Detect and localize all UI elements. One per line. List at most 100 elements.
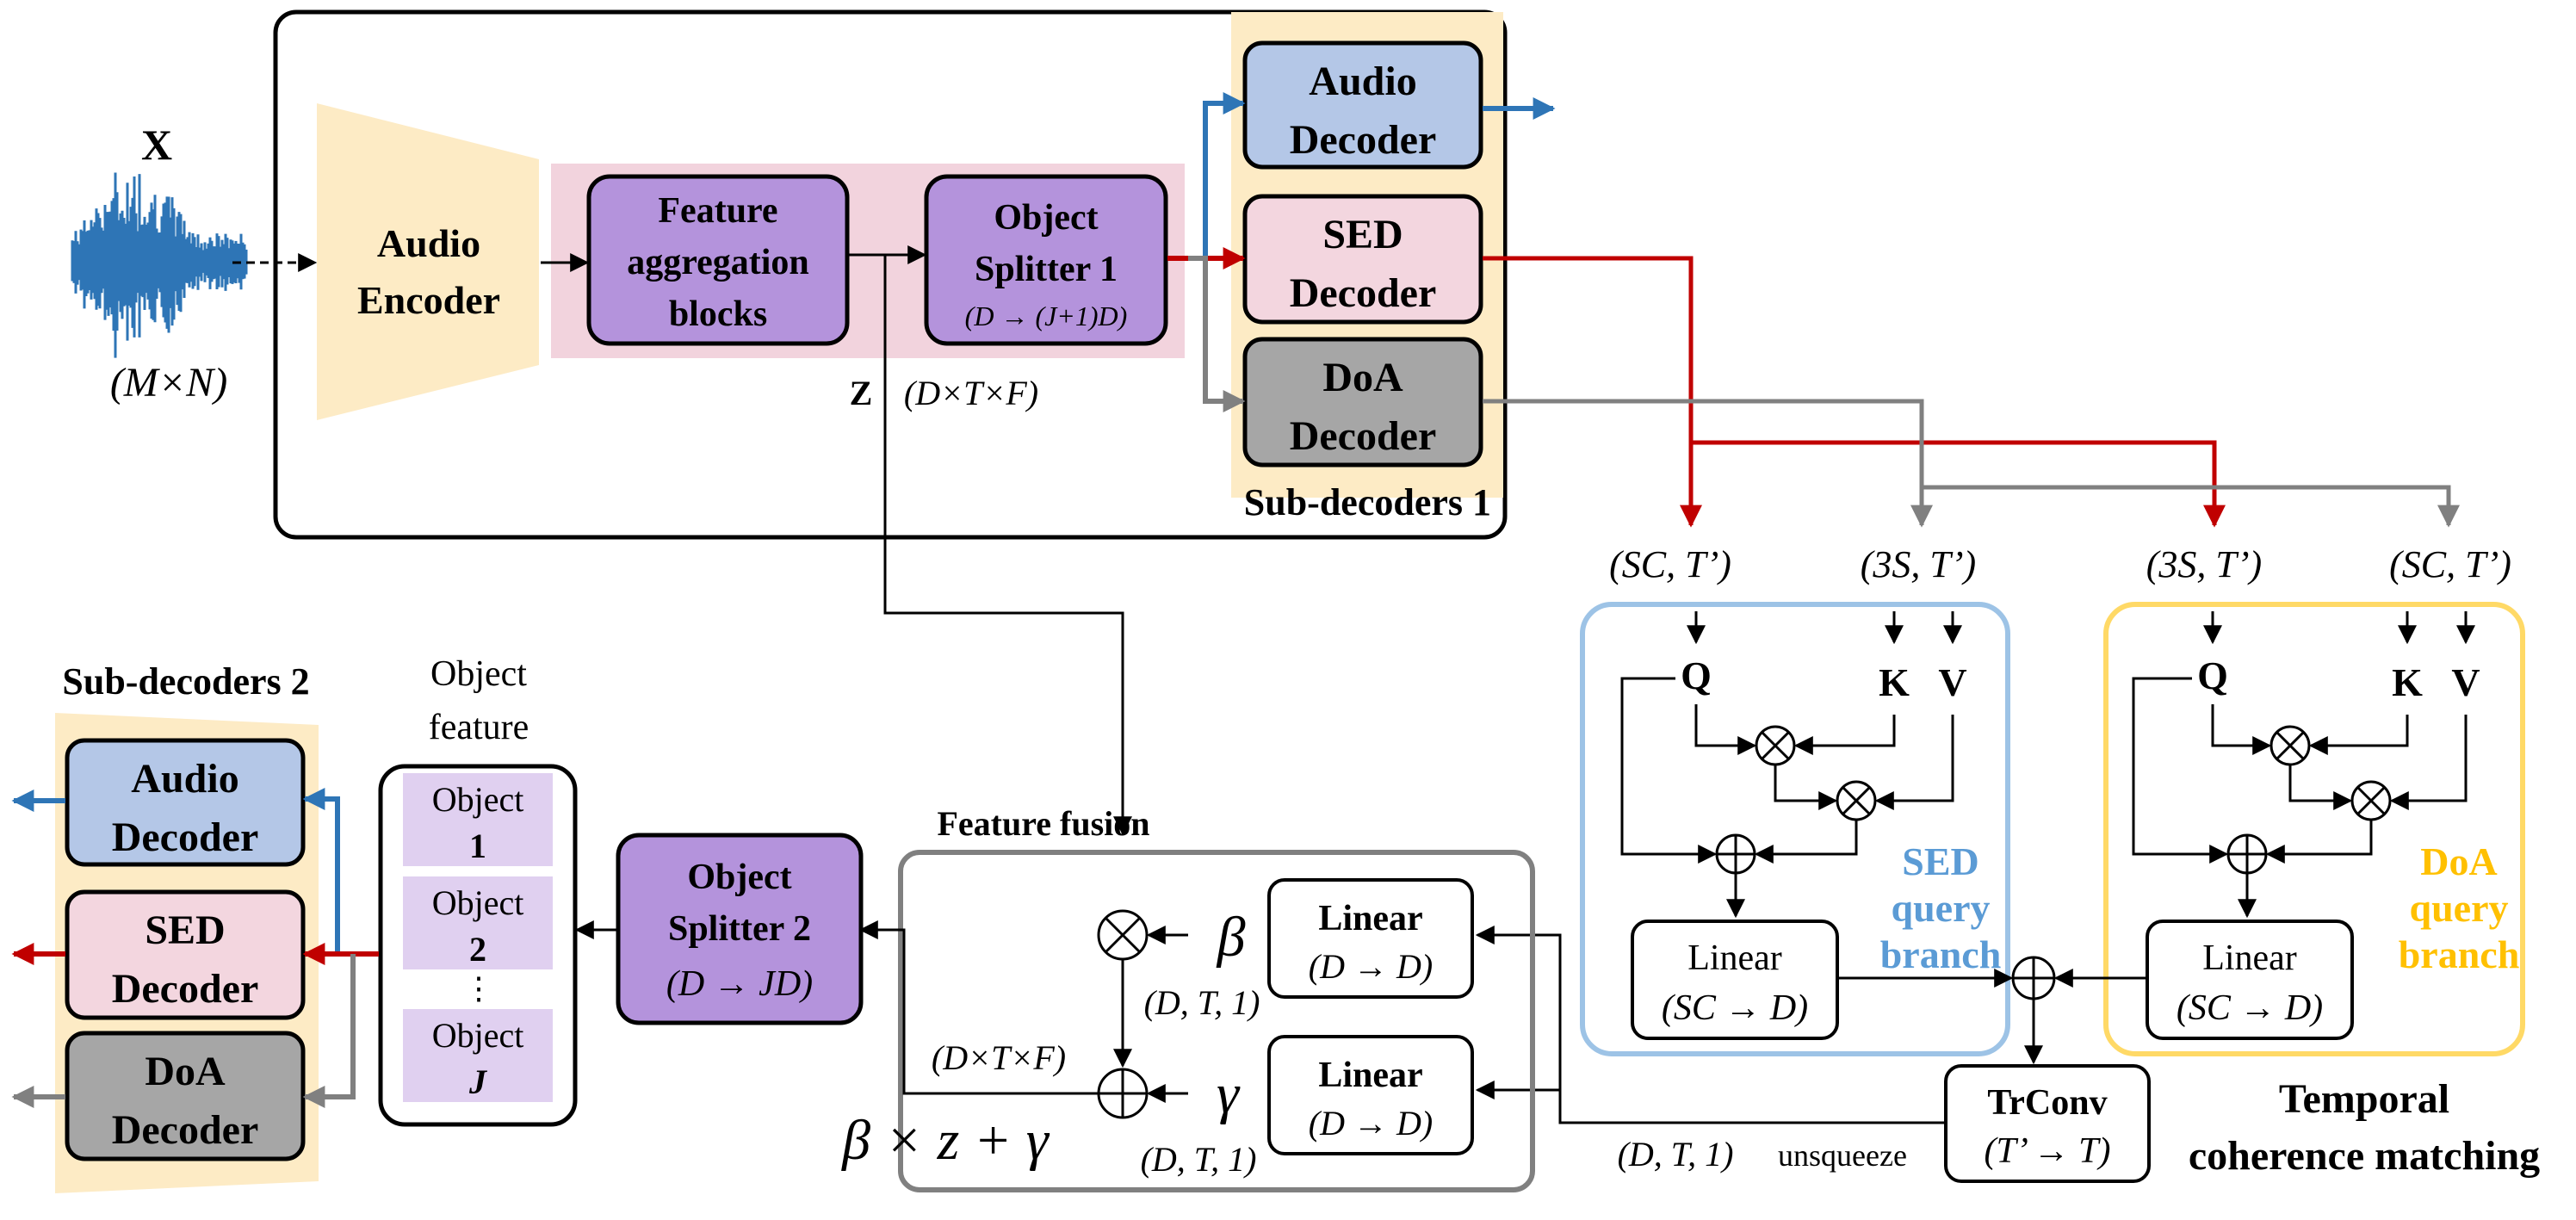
sed-linear-block <box>1631 920 1839 1040</box>
doa-query-branch-box <box>2103 602 2525 1056</box>
arrow-z-down <box>883 255 1132 836</box>
object-2-index: 2 <box>469 930 486 969</box>
doa-decoder-1-label-2: Decoder <box>1290 413 1437 459</box>
object-splitter-1-shape: (D → (J+1)D) <box>965 300 1128 331</box>
object-j-word: Object <box>432 1016 524 1055</box>
arrow-trconv-to-linear-top <box>1475 926 1562 1090</box>
object-1-word: Object <box>432 780 524 819</box>
object-splitter-2-label-2: Splitter 2 <box>668 909 811 949</box>
sed-k-label: K <box>1879 660 1910 704</box>
tcm-label-sc-1: (SC, T’) <box>1609 543 1731 585</box>
tcm-label-3s-2: (3S, T’) <box>2146 543 2262 585</box>
object-j-cell <box>403 1009 553 1102</box>
sed-decoder-2-label-1: SED <box>145 907 225 953</box>
linear-bottom-shape: (D → D) <box>1309 1104 1433 1143</box>
feature-aggregation-label-1: Feature <box>658 191 777 231</box>
feature-fusion-box <box>898 850 1535 1192</box>
object-2-word: Object <box>432 883 524 922</box>
sed-oplus <box>1715 833 1756 875</box>
sed-branch-title-3: branch <box>1880 932 2002 976</box>
arrow-fusion-to-splitter-2 <box>858 920 1099 1095</box>
sed-v-label: V <box>1938 660 1966 704</box>
doa-linear-label: Linear <box>2202 938 2297 978</box>
unsqueeze-label: unsqueeze <box>1778 1138 1907 1173</box>
tcm-title-1: Temporal <box>2279 1076 2449 1122</box>
feature-aggregation-label-3: blocks <box>669 294 767 334</box>
audio-encoder-label-2: Encoder <box>357 278 500 322</box>
object-splitter-2-label-1: Object <box>687 858 791 897</box>
object-1-cell <box>403 773 553 866</box>
doa-branch-internals: Q K V Linear (SC → D) DoA query branch <box>2132 611 2520 1040</box>
audio-decoder-1-label-2: Decoder <box>1290 117 1437 163</box>
linear-bottom-block <box>1267 1035 1474 1155</box>
fusion-shape-z: (D×T×F) <box>932 1038 1066 1077</box>
tcm-label-sc-2: (SC, T’) <box>2389 543 2511 585</box>
sed-q-label: Q <box>1681 653 1712 697</box>
input-shape: (M×N) <box>110 360 227 406</box>
object-feature-title-1: Object <box>430 654 527 694</box>
waveform-icon <box>71 172 248 358</box>
object-splitter-2-shape: (D → JD) <box>666 964 813 1004</box>
fusion-shape-gamma: (D, T, 1) <box>1141 1140 1257 1179</box>
trconv-shape: (T’ → T) <box>1984 1131 2110 1171</box>
doa-decoder-2-label-1: DoA <box>145 1049 226 1094</box>
arrow-splitter-to-doa <box>1188 256 1246 412</box>
gamma-symbol: γ <box>1217 1062 1241 1125</box>
sed-branch-title-1: SED <box>1902 839 1978 883</box>
trconv-block <box>1944 1064 2151 1183</box>
arrow-doa-to-tcm-2 <box>1922 485 2460 528</box>
doa-v-label: V <box>2451 660 2480 704</box>
unsqueeze-shape: (D, T, 1) <box>1618 1135 1734 1174</box>
sed-otimes-1 <box>1755 725 1796 766</box>
feature-aggregation-label-2: aggregation <box>627 243 809 282</box>
sed-decoder-1-label-1: SED <box>1322 212 1403 257</box>
doa-linear-block <box>2146 920 2354 1040</box>
doa-otimes-1 <box>2269 725 2311 766</box>
doa-q-label: Q <box>2197 653 2228 697</box>
z-shape: (D×T×F) <box>904 374 1038 412</box>
trconv-label: TrConv <box>1987 1083 2107 1123</box>
object-2-cell <box>403 876 553 969</box>
audio-decoder-1-label-1: Audio <box>1309 59 1416 104</box>
arrow-sed-to-tcm-2 <box>1691 440 2226 528</box>
input-symbol: X <box>141 121 172 169</box>
arrow-sed-to-tcm <box>1483 256 1702 528</box>
sed-branch-internals: Q K V Linear (SC → D) SED query b <box>1620 611 2002 1040</box>
object-splitter-1-label-1: Object <box>994 198 1098 238</box>
beta-symbol: β <box>1216 906 1246 969</box>
fusion-title: Feature fusion <box>937 804 1149 843</box>
sed-branch-title-2: query <box>1892 886 1991 930</box>
object-splitter-2-block <box>616 833 864 1025</box>
arrow-doa-to-tcm <box>1483 399 1933 528</box>
arrow-trconv-to-linear-bottom <box>1475 1081 1944 1124</box>
arrow-objects-to-doa-2 <box>302 954 356 1108</box>
doa-branch-title-2: query <box>2410 886 2509 930</box>
linear-top-shape: (D → D) <box>1309 947 1433 986</box>
linear-bottom-label: Linear <box>1318 1056 1422 1095</box>
object-1-index: 1 <box>469 827 486 865</box>
fusion-shape-beta: (D, T, 1) <box>1144 983 1260 1022</box>
audio-encoder-block <box>317 103 539 420</box>
audio-decoder-2-label-2: Decoder <box>112 814 259 860</box>
tcm-label-3s-1: (3S, T’) <box>1861 543 1976 585</box>
top-panel <box>273 9 1508 540</box>
merge-oplus <box>2011 956 2056 1000</box>
doa-branch-title-1: DoA <box>2420 839 2497 883</box>
sub-decoders-2-title: Sub-decoders 2 <box>62 660 309 703</box>
sed-otimes-2 <box>1836 780 1877 821</box>
doa-branch-title-3: branch <box>2399 932 2520 976</box>
sed-query-branch-box <box>1580 602 2010 1056</box>
sed-linear-shape: (SC → D) <box>1662 988 1808 1028</box>
audio-decoder-2-label-1: Audio <box>131 756 238 802</box>
doa-k-label: K <box>2392 660 2423 704</box>
linear-top-label: Linear <box>1318 899 1422 938</box>
fusion-otimes <box>1097 909 1149 961</box>
z-label: Z <box>850 374 873 412</box>
doa-linear-shape: (SC → D) <box>2177 988 2323 1028</box>
audio-encoder-label-1: Audio <box>377 221 480 265</box>
sed-decoder-1-label-2: Decoder <box>1290 270 1437 316</box>
sed-decoder-2-label-2: Decoder <box>112 966 259 1012</box>
fusion-oplus <box>1097 1068 1149 1119</box>
fusion-formula: β × z + γ <box>840 1109 1050 1172</box>
